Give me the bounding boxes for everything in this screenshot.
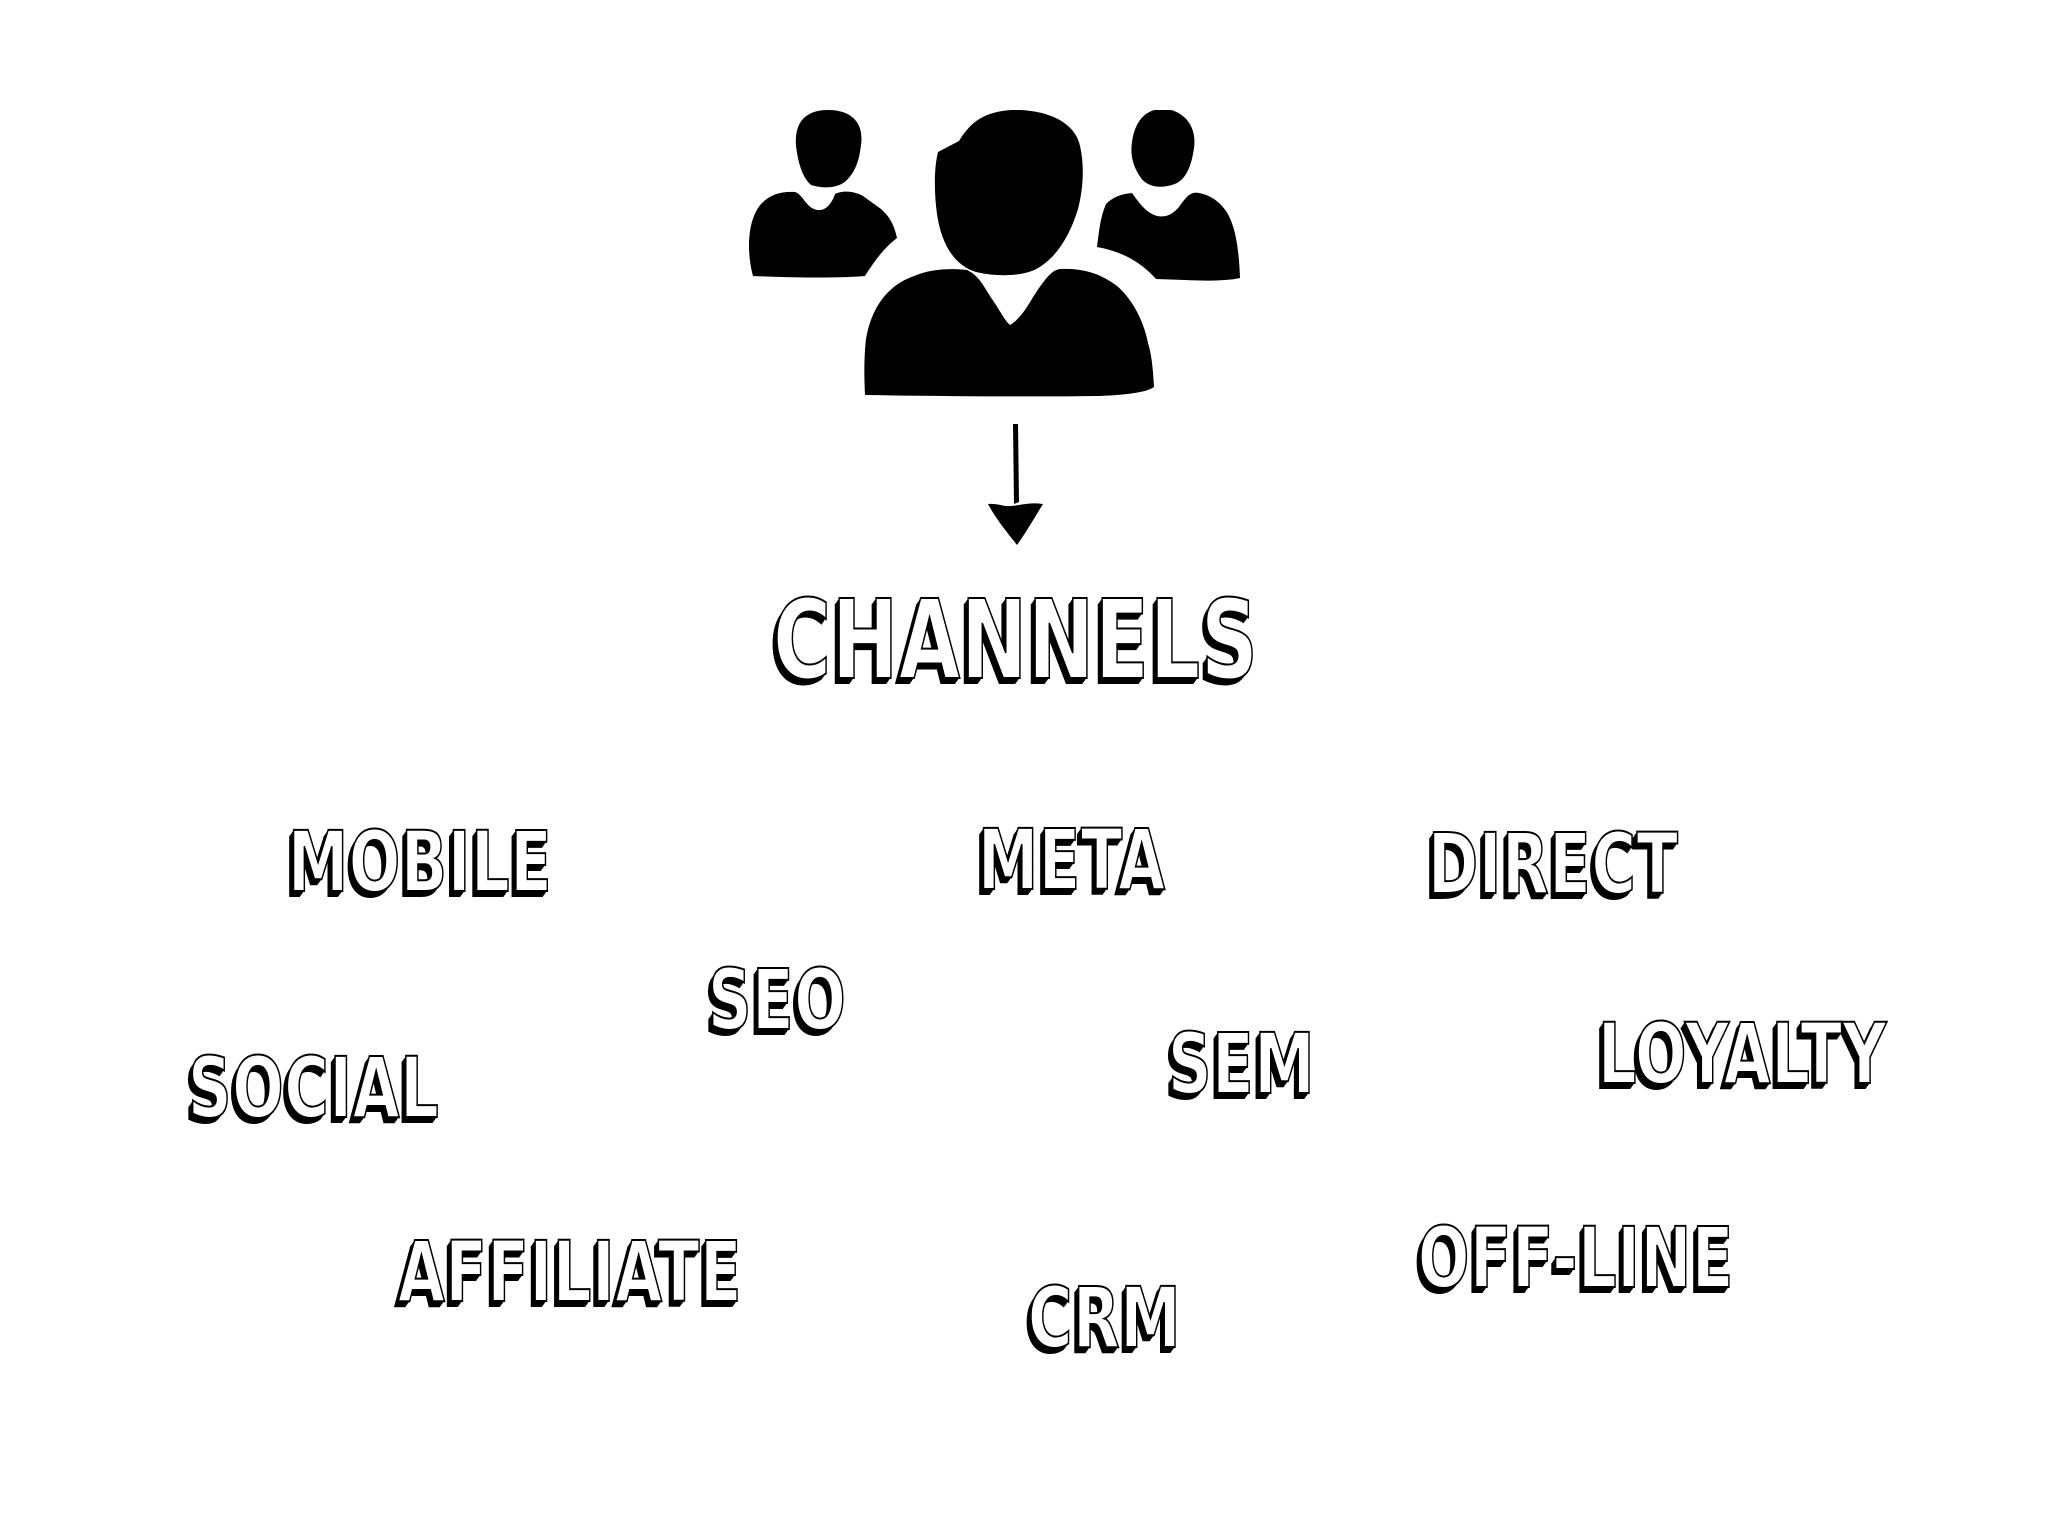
channel-seo: SEO <box>707 951 847 1049</box>
channel-crm: CRM <box>1027 1269 1182 1367</box>
channel-mobile: MOBILE <box>287 813 553 911</box>
channel-loyalty: LOYALTY <box>1597 1005 1888 1103</box>
down-arrow-icon <box>988 424 1043 545</box>
people-group-icon <box>749 110 1240 397</box>
channel-offline: OFF-LINE <box>1417 1209 1735 1307</box>
channel-social: SOCIAL <box>187 1039 440 1137</box>
channels-title: CHANNELS <box>772 576 1259 704</box>
channel-direct: DIRECT <box>1427 815 1679 913</box>
channel-meta: META <box>977 811 1166 909</box>
channel-affiliate: AFFILIATE <box>397 1223 743 1321</box>
channel-sem: SEM <box>1167 1015 1316 1113</box>
